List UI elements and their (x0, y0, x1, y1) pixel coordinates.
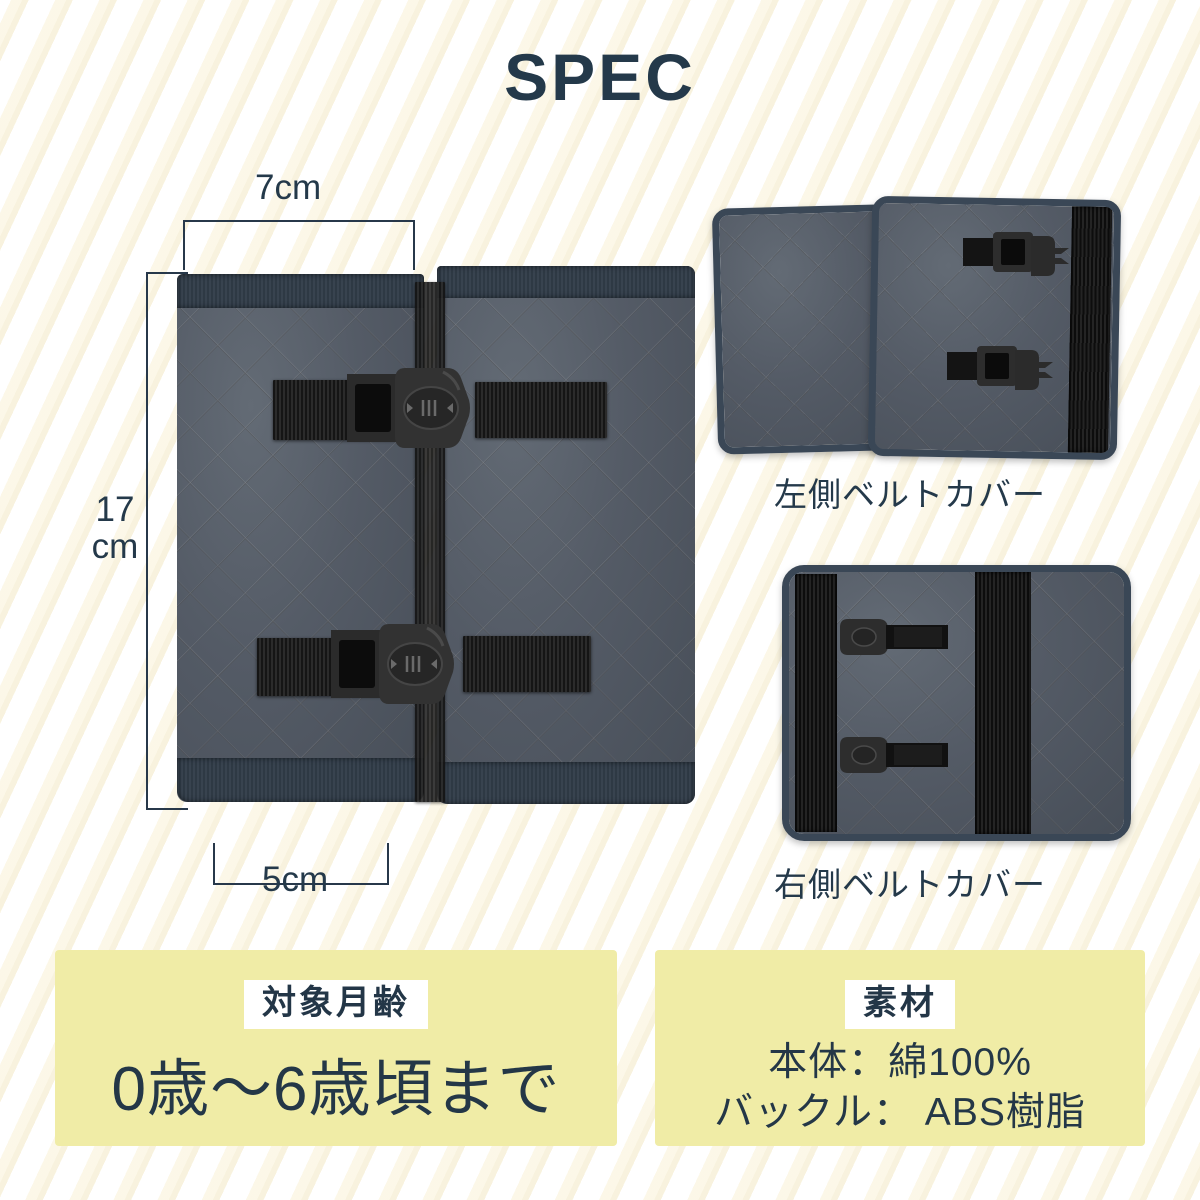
lower-right-webbing (463, 636, 591, 692)
dimension-height: 17 cm (80, 490, 150, 566)
target-age-card: 対象月齢 0歳〜6歳頃まで (55, 950, 617, 1146)
upper-buckle (343, 358, 491, 458)
target-age-tag: 対象月齢 (244, 980, 428, 1030)
right-belt-cover-photo (782, 565, 1131, 841)
left-cover-upper-buckle (963, 226, 1081, 278)
material-tag: 素材 (845, 980, 955, 1030)
dimension-height-line2: cm (91, 526, 139, 566)
velcro-strip-left (795, 574, 837, 832)
quilted-fabric (789, 572, 1124, 834)
material-card: 素材 本体：綿100% バックル： ABS樹脂 (655, 950, 1145, 1146)
bottom-binding (177, 758, 424, 802)
bottom-binding (437, 762, 695, 804)
upper-right-webbing (475, 382, 607, 438)
top-binding (177, 274, 424, 308)
right-cover-upper-buckle (840, 613, 956, 661)
material-body-line: 本体：綿100% (768, 1041, 1032, 1084)
target-age-value: 0歳〜6歳頃まで (111, 1055, 561, 1124)
velcro-strip-center (975, 572, 1031, 834)
lower-buckle (327, 614, 475, 714)
quilted-fabric (177, 274, 424, 802)
left-cover-caption: 左側ベルトカバー (774, 476, 1046, 513)
left-cover-lower-buckle (947, 340, 1065, 392)
right-cover-panel (782, 565, 1131, 841)
dimension-width-bottom: 5cm (262, 860, 329, 899)
material-buckle-line: バックル： ABS樹脂 (714, 1090, 1086, 1134)
dimension-height-line1: 17 (95, 490, 135, 529)
top-binding (437, 266, 695, 298)
width-top-bracket (183, 220, 415, 270)
material-lines: 本体：綿100% バックル： ABS樹脂 (655, 1038, 1145, 1138)
main-product-photo (175, 258, 700, 808)
height-bracket (146, 272, 188, 810)
width-bottom-bracket (213, 843, 389, 885)
right-cover-lower-buckle (840, 731, 956, 779)
main-left-panel (177, 274, 424, 802)
dimension-width-top: 7cm (255, 168, 322, 207)
left-belt-cover-photo (711, 195, 1122, 461)
right-cover-caption: 右側ベルトカバー (774, 866, 1046, 903)
main-right-panel (437, 266, 695, 804)
page-title: SPEC (504, 40, 696, 114)
quilted-fabric (437, 266, 695, 804)
